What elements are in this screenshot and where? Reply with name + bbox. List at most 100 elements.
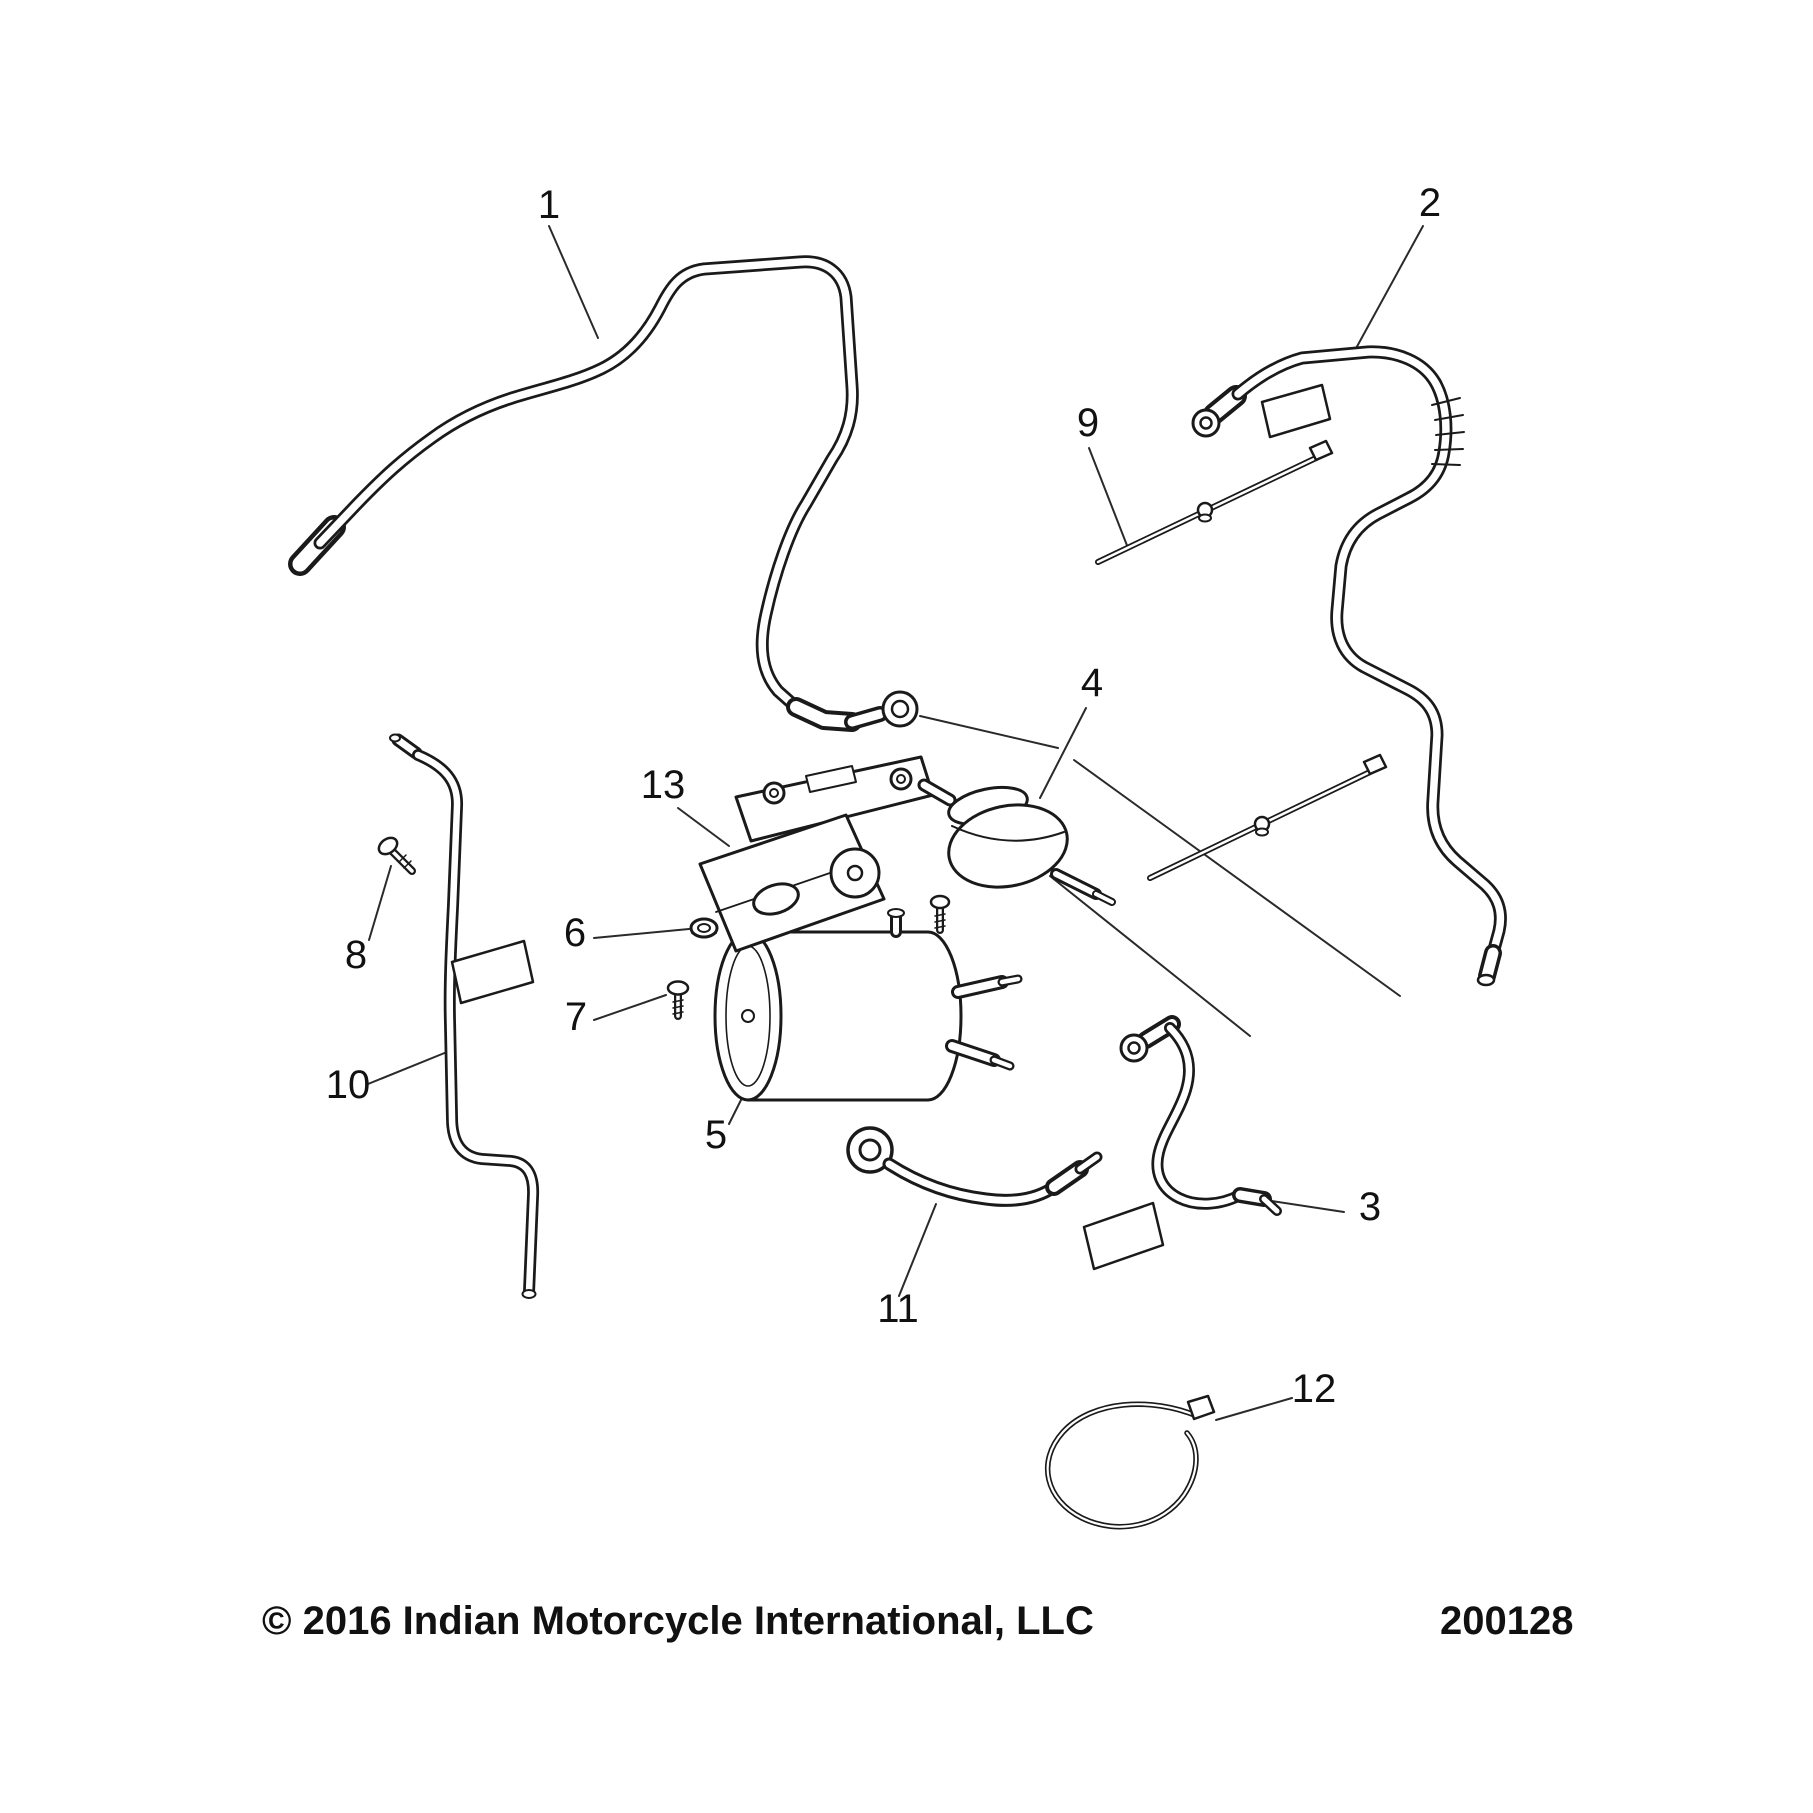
cable-tie-b-head [1362, 753, 1388, 776]
part-12-cable-tie [1048, 1394, 1216, 1527]
rib-tick [1431, 463, 1461, 466]
part-4-purge-valve [924, 781, 1112, 902]
cable-tie-b-clip-head [1255, 827, 1269, 837]
callout-7: 7 [565, 995, 587, 1039]
vent-line-tag [1260, 383, 1332, 439]
cable-tie-a-clip-head [1198, 513, 1212, 523]
part-2-vent-line [1191, 352, 1500, 987]
part-10-vent-tube [389, 733, 537, 1299]
leader-11 [898, 1203, 937, 1297]
part-8-fitting-screw [377, 836, 414, 873]
bracket-hole-right-bore [896, 774, 906, 784]
vent-tube-outline [418, 755, 533, 1292]
screw-thread [672, 999, 684, 1015]
leader-2 [1353, 225, 1424, 353]
screw-thread [934, 913, 946, 929]
hose-outline [1157, 1028, 1240, 1204]
connection-line-c [919, 715, 1059, 749]
callout-1: 1 [538, 183, 560, 227]
part-7-screw [666, 980, 690, 1017]
bracket-clamp-ear [829, 847, 881, 899]
leader-12 [1215, 1397, 1293, 1421]
hose-tag [1082, 1201, 1165, 1271]
bracket-hole-left [762, 781, 786, 805]
hose-connector-bore [1127, 1041, 1141, 1055]
valve-body [947, 803, 1069, 889]
vent-tube-end-opening [521, 1289, 537, 1299]
nut-flange [691, 932, 717, 939]
connection-line-b [1073, 759, 1401, 997]
callout-12: 12 [1292, 1367, 1337, 1411]
leader-lines [367, 225, 1424, 1421]
callout-9: 9 [1077, 401, 1099, 445]
fuel-line-tube-core [320, 262, 852, 707]
leader-10 [367, 1051, 448, 1085]
leader-1 [548, 225, 599, 339]
canister-barb-upper-tip-core [1002, 979, 1018, 982]
bracket-hole-left-bore [769, 788, 779, 798]
part-11-hose [846, 1126, 1097, 1200]
cable-tie-head [1186, 1394, 1216, 1421]
valve-stem-core [1056, 874, 1096, 894]
diagram-number: 200128 [1440, 1599, 1573, 1643]
valve-seam [951, 825, 1065, 842]
leader-8 [368, 865, 392, 941]
callout-5: 5 [705, 1113, 727, 1157]
canister-top-port-cap [887, 908, 905, 918]
callout-8: 8 [345, 933, 367, 977]
part-3-hose [1082, 1024, 1277, 1271]
vent-tube-core [418, 755, 533, 1292]
callout-11: 11 [877, 1287, 919, 1331]
bracket-main-plate [698, 813, 886, 953]
part-5-canister [713, 908, 1018, 1102]
part-6-nut [689, 917, 719, 939]
screw-shaft-core [391, 850, 414, 873]
vent-line-tube-core [1238, 352, 1500, 953]
bracket-slot-hole [752, 882, 800, 916]
leader-7 [593, 994, 667, 1021]
callouts: 1 2 3 4 5 6 7 8 9 10 11 12 13 [326, 181, 1441, 1411]
screw-head [377, 836, 399, 856]
canister-left-face [713, 930, 783, 1102]
rib-tick [1434, 414, 1464, 421]
connection-line-a [1049, 875, 1251, 1037]
vent-line-molded-end-core [1487, 953, 1493, 976]
part-1-fuel-line [300, 262, 919, 726]
screw-head [929, 894, 951, 910]
nut-bore [697, 923, 711, 933]
part-9-cable-ties [1098, 439, 1388, 878]
vent-tube-tip-opening [389, 733, 401, 743]
screw-head [666, 980, 690, 996]
vent-line-end-bore [1199, 416, 1213, 430]
bracket-clamp-ear-hole [846, 864, 864, 882]
screw-thread [398, 854, 412, 869]
cable-tie-a-head [1308, 439, 1334, 462]
leader-13 [677, 807, 730, 847]
callout-10: 10 [326, 1063, 371, 1107]
rib-tick [1431, 397, 1461, 406]
leader-6 [593, 928, 690, 939]
vent-line-end-opening [1476, 973, 1496, 987]
leader-9 [1088, 447, 1129, 549]
bracket-top-tab [805, 765, 857, 793]
callout-6: 6 [564, 911, 586, 955]
rib-tick [1435, 431, 1465, 436]
part-13-bracket [698, 755, 935, 953]
callout-4: 4 [1081, 661, 1103, 705]
bracket-hole-right [889, 767, 913, 791]
callout-3: 3 [1359, 1185, 1381, 1229]
leader-4 [1039, 707, 1087, 799]
bracket-screw-right [929, 894, 951, 930]
fuel-line-tube-outline [320, 262, 852, 707]
callout-13: 13 [641, 763, 686, 807]
copyright-text: © 2016 Indian Motorcycle International, … [262, 1599, 1094, 1643]
footer: © 2016 Indian Motorcycle International, … [262, 1599, 1573, 1643]
vent-tube-tag [450, 939, 535, 1005]
callout-2: 2 [1419, 181, 1441, 225]
rib-tick [1434, 448, 1464, 451]
vent-line-ribbed-section [1431, 397, 1465, 466]
connector-end-bore [890, 699, 910, 719]
canister-center-boss [741, 1009, 755, 1023]
